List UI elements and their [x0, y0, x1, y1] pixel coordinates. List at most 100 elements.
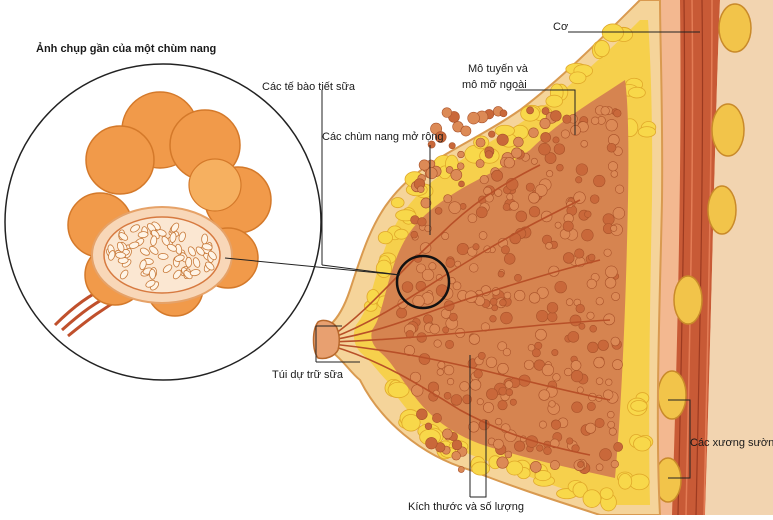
secretory-cell — [170, 222, 180, 233]
gland-lobule — [580, 140, 588, 148]
gland-lobule — [434, 207, 443, 215]
gland-lobule — [539, 118, 551, 129]
gland-lobule — [497, 362, 509, 375]
gland-lobule — [433, 339, 442, 348]
gland-lobule — [610, 170, 618, 178]
gland-lobule — [528, 127, 539, 138]
gland-lobule — [534, 184, 548, 197]
gland-lobule — [574, 248, 585, 259]
gland-lobule — [536, 444, 544, 452]
gland-lobule — [514, 440, 526, 452]
gland-lobule — [443, 194, 453, 204]
gland-lobule — [560, 129, 570, 139]
gland-lobule — [599, 448, 612, 461]
gland-lobule — [534, 341, 543, 350]
gland-lobule — [528, 206, 541, 218]
gland-lobule — [456, 162, 465, 170]
gland-lobule — [505, 388, 514, 397]
gland-lobule — [576, 386, 584, 394]
gland-lobule — [417, 217, 427, 227]
gland-lobule — [597, 339, 609, 351]
gland-lobule — [450, 394, 463, 406]
gland-lobule — [554, 280, 567, 294]
gland-lobule — [401, 281, 414, 293]
gland-lobule — [496, 456, 509, 469]
gland-lobule — [573, 191, 586, 204]
gland-lobule — [570, 125, 581, 136]
gland-lobule — [528, 292, 541, 304]
secretory-cell — [108, 250, 116, 261]
secretory-cell — [118, 232, 129, 241]
leader-reservoir — [315, 325, 360, 363]
gland-lobule — [536, 309, 549, 323]
gland-lobule — [584, 210, 592, 218]
gland-lobule — [550, 110, 562, 122]
gland-lobule — [546, 302, 559, 314]
secretory-cell — [201, 233, 209, 245]
gland-lobule — [538, 142, 551, 156]
gland-lobule — [578, 322, 586, 330]
gland-lobule — [577, 461, 584, 468]
secretory-cell — [192, 257, 201, 268]
gland-lobule — [600, 106, 610, 116]
fat-globule — [390, 197, 405, 209]
gland-lobule — [535, 328, 547, 341]
gland-lobule — [565, 298, 574, 306]
gland-lobule — [448, 201, 462, 214]
gland-lobule — [451, 439, 463, 451]
gland-lobules — [396, 105, 625, 474]
gland-lobule — [554, 221, 562, 229]
gland-lobule — [552, 373, 561, 382]
gland-lobule — [467, 111, 480, 125]
gland-lobule — [483, 402, 494, 413]
gland-lobule — [581, 229, 594, 242]
fat-globule — [572, 481, 588, 498]
gland-lobule — [585, 422, 597, 434]
gland-lobule — [499, 299, 507, 307]
gland-lobule — [569, 314, 582, 327]
gland-lobule — [593, 174, 606, 188]
gland-lobule — [503, 157, 515, 169]
fat-globule — [534, 470, 552, 482]
gland-lobule — [428, 262, 437, 271]
gland-lobule — [509, 398, 517, 406]
gland-lobule — [425, 167, 438, 180]
fat-globule — [471, 461, 491, 476]
gland-lobule — [504, 253, 516, 265]
gland-lobule — [486, 388, 498, 400]
gland-lobule — [472, 243, 480, 251]
fat-globule — [506, 460, 524, 476]
gland-lobule — [476, 398, 484, 406]
gland-lobule — [562, 114, 572, 124]
gland-lobule — [462, 394, 472, 405]
gland-lobule — [513, 136, 524, 148]
gland-lobule — [493, 438, 504, 450]
gland-lobule — [457, 150, 465, 159]
gland-lobule — [514, 274, 522, 282]
gland-lobule — [468, 421, 480, 433]
gland-lobule — [594, 418, 605, 429]
gland-lobule — [553, 143, 565, 155]
fat-globule — [637, 126, 657, 138]
secretory-cell — [189, 269, 201, 277]
gland-lobule — [515, 210, 528, 223]
gland-lobule — [479, 175, 489, 185]
gland-lobule — [420, 197, 432, 209]
secretory-cell — [145, 279, 156, 288]
leader-lines — [224, 31, 700, 498]
gland-lobule — [603, 248, 612, 257]
gland-lobule — [478, 231, 488, 240]
gland-lobule — [457, 466, 465, 473]
label-ribs: Các xương sườn — [690, 437, 773, 449]
label-expanded-lobules: Các chùm nang mở rộng — [322, 131, 444, 143]
gland-lobule — [511, 147, 523, 159]
gland-lobule — [477, 351, 486, 360]
magnify-ring — [395, 254, 451, 310]
secretory-cells — [106, 221, 217, 291]
leader-inset — [224, 257, 401, 276]
gland-lobule — [612, 207, 625, 220]
gland-lobule — [606, 142, 617, 153]
fat-globule — [582, 489, 602, 508]
